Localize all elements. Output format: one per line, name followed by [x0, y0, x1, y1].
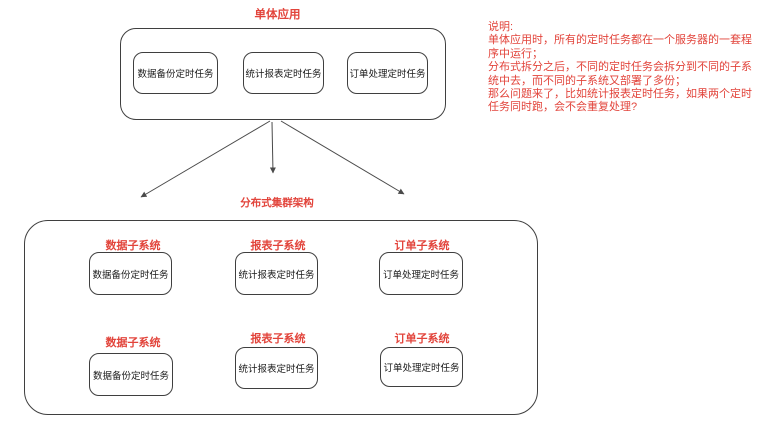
monolith-task-order: 订单处理定时任务 [347, 52, 428, 94]
note-line: 说明: [488, 21, 514, 33]
cluster-title: 分布式集群架构 [240, 197, 314, 209]
arrow-left [140, 120, 271, 198]
subsystem-task-data-backup-2: 数据备份定时任务 [89, 353, 173, 396]
note-line: 序中运行； [488, 47, 543, 60]
subsystem-label-report-1: 报表子系统 [250, 240, 306, 252]
monolith-title: 单体应用 [254, 9, 301, 21]
subsystem-label-data-1: 数据子系统 [105, 240, 161, 252]
subsystem-task-report-1: 统计报表定时任务 [235, 252, 318, 295]
monolith-task-data-backup: 数据备份定时任务 [133, 52, 218, 94]
subsystem-label-data-2: 数据子系统 [105, 337, 161, 349]
note-line: 统中去，而不同的子系统又部署了多份； [488, 74, 686, 87]
arrow-middle [269, 121, 276, 174]
subsystem-task-order-1: 订单处理定时任务 [379, 252, 463, 295]
note-line: 那么问题来了，比如统计报表定时任务，如果两个定时 [488, 88, 752, 101]
note-line: 分布式拆分之后，不同的定时任务会拆分到不同的子系 [488, 61, 752, 74]
arrow-right [280, 120, 405, 195]
subsystem-label-order-2: 订单子系统 [394, 333, 450, 345]
note-line: 单体应用时，所有的定时任务都在一个服务器的一套程 [488, 34, 752, 47]
subsystem-task-data-backup-1: 数据备份定时任务 [89, 252, 172, 295]
note-line: 任务同时跑，会不会重复处理? [488, 101, 638, 114]
subsystem-label-order-1: 订单子系统 [394, 240, 450, 252]
subsystem-task-order-2: 订单处理定时任务 [380, 347, 463, 387]
monolith-task-report: 统计报表定时任务 [243, 52, 324, 94]
note-text: 说明: 单体应用时，所有的定时任务都在一个服务器的一套程 序中运行； 分布式拆分… [488, 21, 752, 115]
subsystem-task-report-2: 统计报表定时任务 [235, 347, 318, 389]
subsystem-label-report-2: 报表子系统 [250, 333, 306, 345]
